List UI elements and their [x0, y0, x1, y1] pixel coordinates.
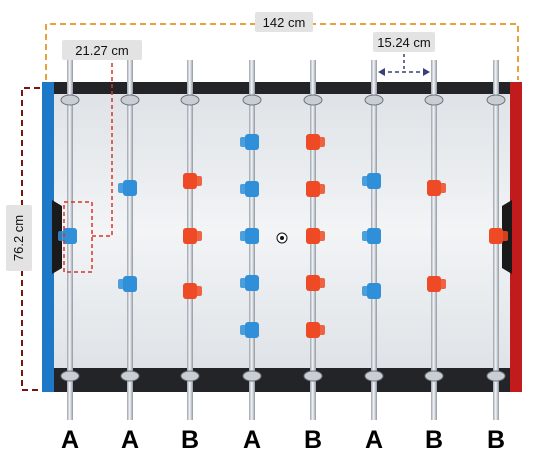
rod-shaft [127, 60, 133, 420]
blue-player[interactable] [240, 228, 259, 244]
rod-spacing-dimension: 15.24 cm [373, 32, 435, 76]
rod-bumper [364, 94, 384, 106]
team-letter: B [181, 426, 199, 454]
left-goal-wall [42, 82, 54, 392]
team-letter: B [487, 426, 505, 454]
rod-shaft [431, 60, 437, 420]
red-player[interactable] [306, 181, 325, 197]
team-letter: A [121, 426, 139, 454]
blue-player[interactable] [240, 275, 259, 291]
blue-player[interactable] [240, 181, 259, 197]
team-letter: A [365, 426, 383, 454]
rod-bumper [242, 370, 262, 382]
rod-4[interactable] [240, 60, 262, 420]
blue-player[interactable] [362, 283, 381, 299]
team-letter: B [304, 426, 322, 454]
rod-spacing-label: 15.24 cm [377, 35, 430, 50]
width-label: 76.2 cm [11, 215, 26, 261]
rod-bumper [120, 370, 140, 382]
red-player[interactable] [306, 322, 325, 338]
length-dimension: 142 cm [45, 12, 519, 80]
red-player[interactable] [183, 283, 202, 299]
rod-bumper [303, 370, 323, 382]
red-player[interactable] [306, 134, 325, 150]
rod-6[interactable] [362, 60, 384, 420]
length-label: 142 cm [263, 15, 306, 30]
team-letter: A [61, 426, 79, 454]
rod-3[interactable] [180, 60, 202, 420]
rod-bumper [180, 370, 200, 382]
rod-5[interactable] [303, 60, 325, 420]
red-player[interactable] [427, 180, 446, 196]
rod-bumper [486, 370, 506, 382]
rod-bumper [486, 94, 506, 106]
blue-player[interactable] [240, 134, 259, 150]
blue-player[interactable] [240, 322, 259, 338]
rod-bumper [120, 94, 140, 106]
playing-field [52, 94, 514, 368]
goalie-offset-dimension: 21.27 cm [62, 40, 142, 273]
blue-player[interactable] [118, 180, 137, 196]
rod-2[interactable] [118, 60, 140, 420]
left-goal-mouth [52, 200, 62, 274]
red-player[interactable] [306, 275, 325, 291]
rod-bumper [242, 94, 262, 106]
right-goal-wall [510, 82, 522, 392]
goalie-offset-label: 21.27 cm [75, 43, 128, 58]
rod-bumper [60, 94, 80, 106]
red-player[interactable] [489, 228, 508, 244]
width-dimension: 76.2 cm [6, 87, 40, 391]
rod-bumper [180, 94, 200, 106]
red-player[interactable] [427, 276, 446, 292]
team-letter: B [425, 426, 443, 454]
blue-player[interactable] [362, 173, 381, 189]
soccer-ball-icon [276, 232, 288, 244]
rods-layer [58, 60, 508, 420]
rod-8[interactable] [486, 60, 508, 420]
rod-bumper [364, 370, 384, 382]
rod-bumper [60, 370, 80, 382]
blue-player[interactable] [362, 228, 381, 244]
rod-bumper [424, 370, 444, 382]
rod-7[interactable] [424, 60, 446, 420]
rod-bumper [303, 94, 323, 106]
blue-player[interactable] [118, 276, 137, 292]
red-player[interactable] [183, 173, 202, 189]
team-letter: A [243, 426, 261, 454]
red-player[interactable] [306, 228, 325, 244]
red-player[interactable] [183, 228, 202, 244]
rod-bumper [424, 94, 444, 106]
